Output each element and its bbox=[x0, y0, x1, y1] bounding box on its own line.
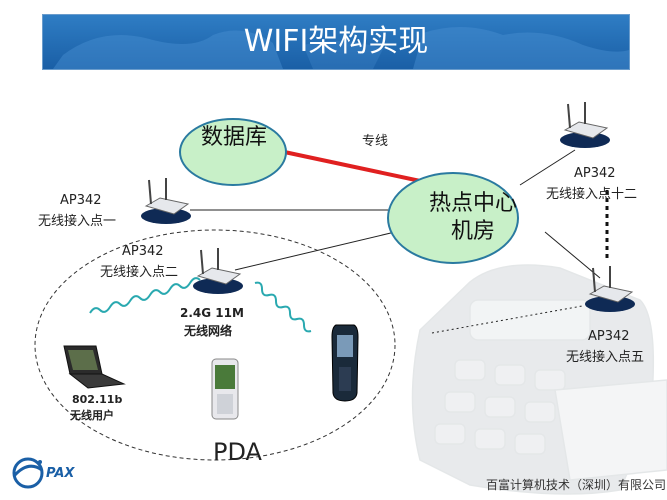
pda-label: PDA bbox=[213, 438, 262, 466]
title-bar: WIFI架构实现 bbox=[42, 14, 630, 70]
router-icon bbox=[585, 266, 635, 312]
ap2-model: AP342 bbox=[122, 244, 164, 259]
link-ap5 bbox=[544, 231, 601, 279]
router-icon bbox=[560, 102, 610, 148]
ap1-name: 无线接入点一 bbox=[38, 214, 117, 229]
dedicated-line-label: 专线 bbox=[362, 134, 389, 149]
database-label: 数据库 bbox=[200, 125, 267, 150]
page-title: WIFI架构实现 bbox=[243, 24, 429, 59]
pda-phone-icon bbox=[331, 324, 359, 402]
ap2-name: 无线接入点二 bbox=[100, 265, 179, 280]
user-name-label: 无线用户 bbox=[70, 409, 114, 422]
hotspot-center-node bbox=[387, 172, 519, 264]
ap5-model: AP342 bbox=[588, 329, 630, 344]
hotspot-center-label: 热点中心机房 bbox=[428, 191, 517, 244]
link-ap12 bbox=[519, 149, 576, 186]
laptop-icon bbox=[63, 345, 126, 389]
user-standard-label: 802.11b bbox=[72, 393, 123, 406]
link-ap2 bbox=[234, 231, 396, 271]
database-node bbox=[179, 118, 287, 186]
router-icon bbox=[141, 178, 191, 224]
ap1-model: AP342 bbox=[60, 193, 102, 208]
logo-text: PAX bbox=[46, 466, 75, 481]
router-icon bbox=[193, 248, 243, 294]
ap12-model: AP342 bbox=[574, 166, 616, 181]
footer-company: 百富计算机技术（深圳）有限公司 bbox=[486, 478, 667, 492]
ap5-name: 无线接入点五 bbox=[566, 350, 645, 365]
network-speed-label: 2.4G 11M bbox=[180, 306, 244, 320]
dedicated-line bbox=[274, 148, 426, 184]
ap12-name: 无线接入点十二 bbox=[546, 187, 638, 202]
network-name-label: 无线网络 bbox=[184, 324, 233, 338]
world-map-icon bbox=[53, 26, 629, 69]
mobile-phone-icon bbox=[211, 358, 239, 420]
wifi-coverage-area bbox=[34, 229, 396, 461]
link-remote bbox=[431, 305, 583, 334]
pax-logo-icon bbox=[12, 457, 44, 489]
